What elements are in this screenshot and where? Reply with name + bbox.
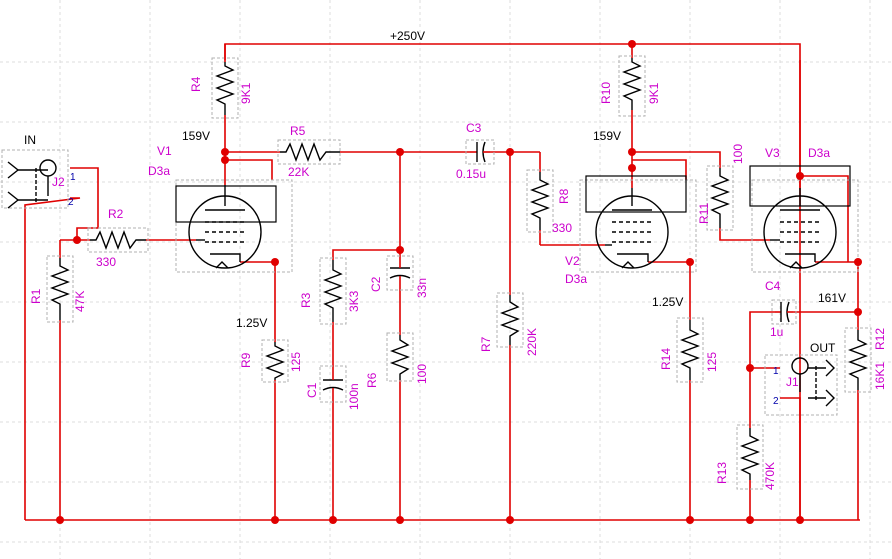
r9-ref: R9 bbox=[239, 352, 253, 368]
c1-ref: C1 bbox=[305, 382, 319, 398]
tube-v3-ref: V3 bbox=[765, 146, 780, 160]
r10-ref: R10 bbox=[599, 82, 613, 104]
r8-value: 330 bbox=[552, 221, 572, 235]
r8-ref: R8 bbox=[557, 188, 571, 204]
r14-ref: R14 bbox=[659, 348, 673, 370]
v1-plate-voltage: 159V bbox=[182, 129, 210, 143]
r6-ref: R6 bbox=[365, 372, 379, 388]
input-ref: J2 bbox=[52, 175, 65, 189]
resistor-r6 bbox=[386, 332, 414, 382]
resistor-r2 bbox=[87, 227, 149, 253]
r2-ref: R2 bbox=[108, 207, 124, 221]
r6-value: 100 bbox=[415, 364, 429, 384]
resistor-r9 bbox=[261, 339, 289, 383]
r7-value: 220K bbox=[525, 328, 539, 356]
supply-rail bbox=[224, 43, 801, 520]
resistor-r8 bbox=[526, 169, 554, 233]
capacitor-c3 bbox=[465, 139, 495, 165]
resistor-r14 bbox=[676, 317, 704, 383]
r13-value: 470K bbox=[763, 462, 777, 490]
input-connector bbox=[1, 149, 69, 209]
r14-value: 125 bbox=[705, 352, 719, 372]
c3-ref: C3 bbox=[466, 121, 482, 135]
tube-v2-ref: V2 bbox=[565, 254, 580, 268]
tube-v1 bbox=[175, 179, 293, 273]
svg-text:2: 2 bbox=[773, 396, 779, 407]
capacitor-c4 bbox=[771, 299, 797, 325]
c1-value: 100n bbox=[347, 383, 361, 410]
c3-value: 0.15u bbox=[456, 167, 486, 181]
r4-ref: R4 bbox=[189, 76, 203, 92]
r11-ref: R11 bbox=[697, 203, 711, 224]
r12-ref: R12 bbox=[873, 328, 887, 350]
resistor-r1 bbox=[46, 255, 74, 323]
resistor-r13 bbox=[736, 410, 764, 490]
r5-ref: R5 bbox=[290, 124, 306, 138]
resistors bbox=[46, 44, 872, 490]
svg-text:1: 1 bbox=[70, 172, 76, 183]
r3-value: 3K3 bbox=[347, 290, 361, 312]
c4-value: 1u bbox=[770, 325, 783, 339]
tube-v2 bbox=[579, 175, 697, 273]
capacitor-c2 bbox=[386, 255, 414, 291]
tube-v1-type: D3a bbox=[148, 164, 170, 178]
tube-v3 bbox=[749, 165, 859, 273]
resistor-r3 bbox=[319, 257, 347, 325]
c2-ref: C2 bbox=[369, 276, 383, 292]
resistor-r7 bbox=[496, 292, 524, 348]
v1-cathode-voltage: 1.25V bbox=[236, 316, 267, 330]
resistor-r10 bbox=[618, 55, 646, 117]
v2-plate-voltage: 159V bbox=[593, 129, 621, 143]
junctions bbox=[56, 40, 862, 524]
output-label: OUT bbox=[810, 341, 836, 355]
r5-value: 22K bbox=[288, 165, 309, 179]
input-label: IN bbox=[24, 133, 36, 147]
supply-label: +250V bbox=[390, 29, 425, 43]
tube-v3-type: D3a bbox=[808, 146, 830, 160]
r2-value: 330 bbox=[96, 255, 116, 269]
r13-ref: R13 bbox=[715, 462, 729, 484]
capacitor-c1 bbox=[319, 365, 347, 403]
resistor-r5 bbox=[277, 139, 341, 165]
tubes bbox=[175, 165, 859, 273]
v2-cathode-voltage: 1.25V bbox=[652, 295, 683, 309]
r11-value: 100 bbox=[731, 144, 745, 164]
labels: +250V IN J2 1 2 OUT J1 1 2 V1 D3a V2 D3a… bbox=[24, 29, 887, 490]
r4-value: 9K1 bbox=[239, 82, 253, 104]
output-ref: J1 bbox=[786, 375, 799, 389]
resistor-r12 bbox=[844, 327, 872, 393]
tube-v1-ref: V1 bbox=[157, 144, 172, 158]
tube-v2-type: D3a bbox=[565, 272, 587, 286]
r7-ref: R7 bbox=[479, 336, 493, 352]
output-connector bbox=[764, 354, 838, 416]
r1-value: 47K bbox=[73, 291, 87, 312]
svg-text:1: 1 bbox=[773, 366, 779, 377]
r12-value: 16K1 bbox=[873, 362, 887, 390]
resistor-r4 bbox=[211, 44, 239, 119]
c4-ref: C4 bbox=[765, 279, 781, 293]
r1-ref: R1 bbox=[29, 288, 43, 304]
resistor-r11 bbox=[706, 165, 734, 231]
r10-value: 9K1 bbox=[647, 82, 661, 104]
svg-text:2: 2 bbox=[68, 197, 74, 208]
capacitors bbox=[319, 139, 797, 403]
r9-value: 125 bbox=[289, 352, 303, 372]
c2-value: 33n bbox=[415, 278, 429, 298]
v3-cathode-voltage: 161V bbox=[818, 291, 846, 305]
r3-ref: R3 bbox=[299, 292, 313, 308]
